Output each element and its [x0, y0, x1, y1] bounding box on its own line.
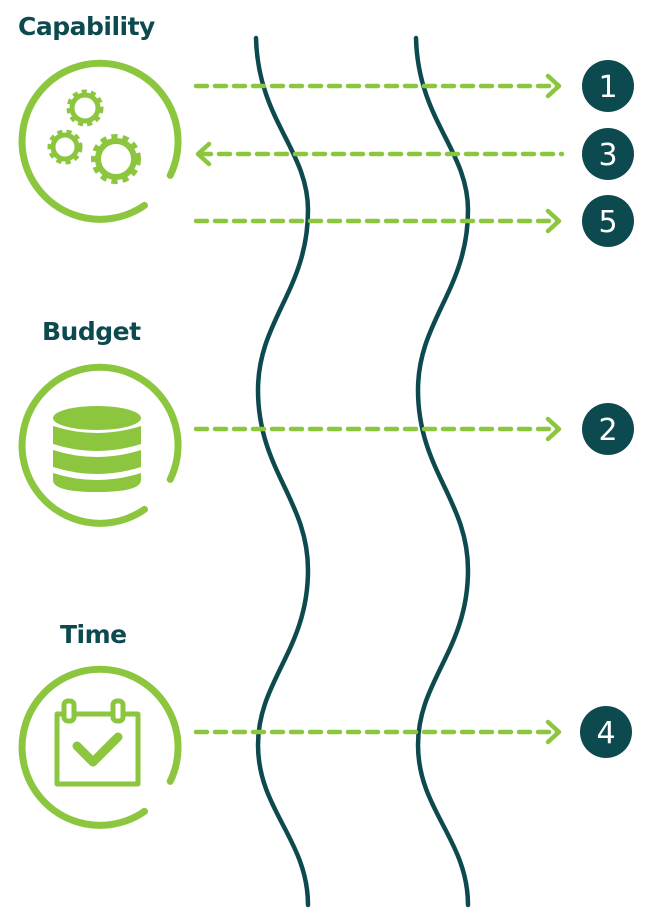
step-badge-4: 4 — [580, 706, 632, 758]
step-badge-1: 1 — [582, 60, 634, 112]
budget-label: Budget — [42, 317, 141, 346]
database-icon — [53, 406, 141, 492]
step-number-3: 3 — [598, 138, 617, 173]
arrow-2-head — [545, 416, 562, 442]
calendar-check-icon — [54, 698, 141, 787]
arrow-5-head — [545, 208, 562, 234]
budget-ring — [18, 363, 182, 527]
step-number-2: 2 — [598, 413, 617, 448]
wavy-line-right — [413, 35, 471, 908]
step-number-4: 4 — [596, 716, 615, 751]
arrows — [193, 73, 565, 745]
time-icon-group — [18, 665, 182, 829]
arrow-4-head — [545, 719, 562, 745]
gears-icon — [47, 89, 141, 184]
capability-ring — [18, 59, 182, 223]
capability-label: Capability — [18, 12, 155, 41]
step-badge-5: 5 — [582, 195, 634, 247]
step-number-5: 5 — [598, 205, 617, 240]
step-number-1: 1 — [598, 70, 617, 105]
time-ring — [18, 665, 182, 829]
time-label: Time — [60, 620, 127, 649]
wavy-line-left — [253, 35, 311, 908]
arrow-1-head — [545, 73, 562, 99]
arrow-3-head — [195, 141, 212, 167]
step-badge-2: 2 — [582, 403, 634, 455]
step-badge-3: 3 — [582, 128, 634, 180]
budget-icon-group — [18, 363, 182, 527]
capability-icon-group — [18, 59, 182, 223]
